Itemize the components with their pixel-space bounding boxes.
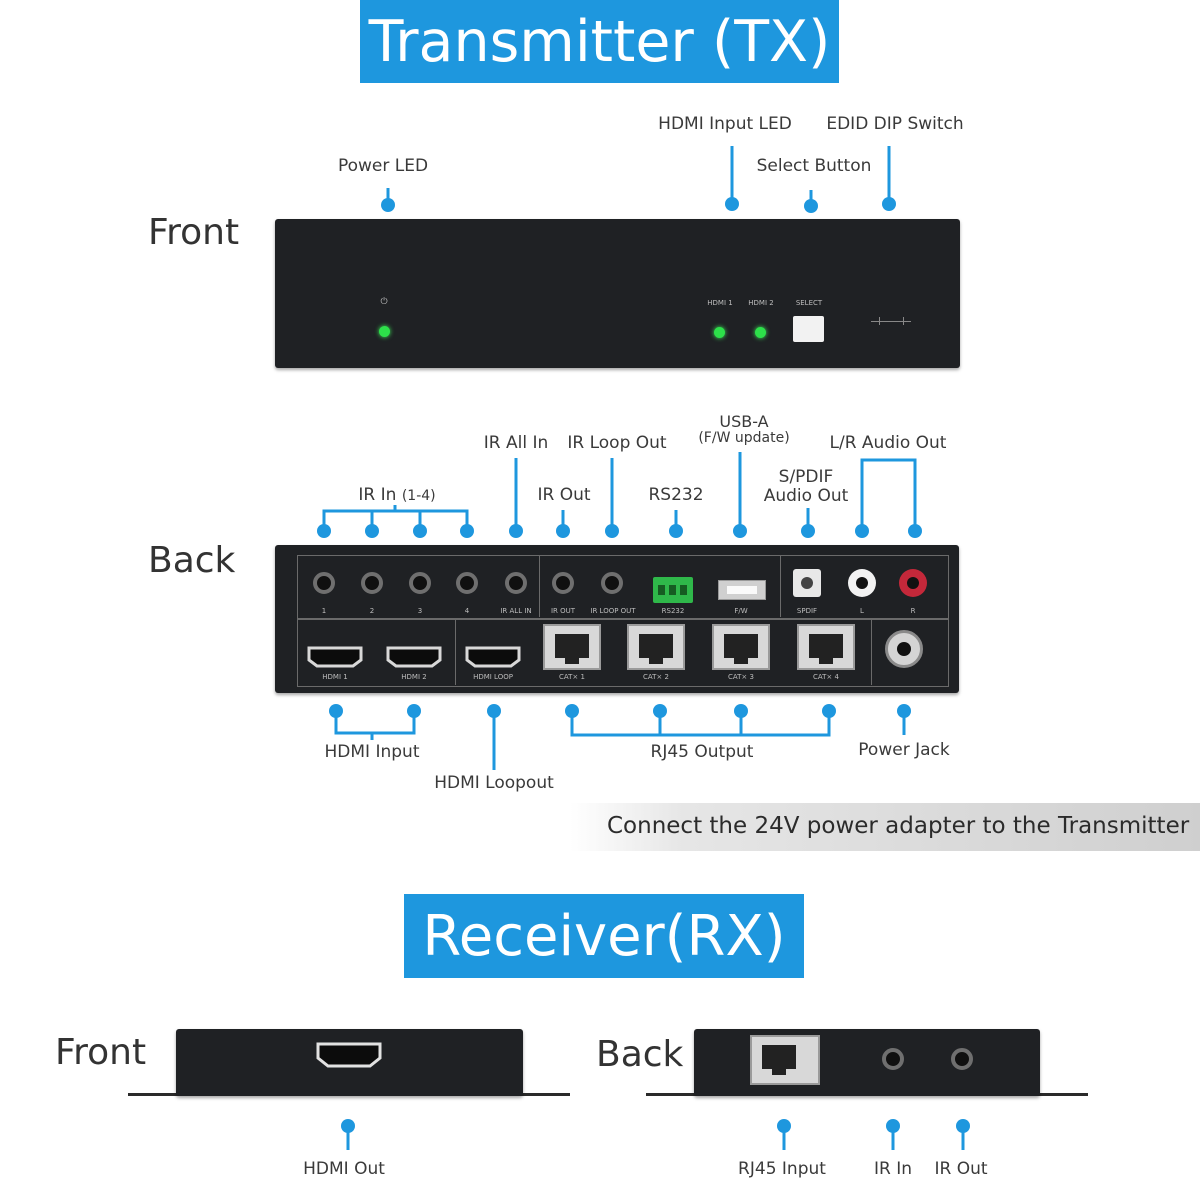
hdmi-input-2-port[interactable]: [386, 646, 442, 668]
ir-all-in-jack[interactable]: [505, 572, 527, 594]
panel-hdmi1: HDMI 1: [322, 673, 348, 681]
spdif-port[interactable]: [793, 569, 821, 597]
rj45-output-4-port[interactable]: [797, 624, 855, 670]
select-button[interactable]: [793, 316, 824, 342]
power-jack-label: Power Jack: [858, 740, 950, 760]
ir-out-jack[interactable]: [552, 572, 574, 594]
edid-dip-switch-label: EDID DIP Switch: [826, 114, 964, 134]
rs232-terminal[interactable]: [653, 577, 693, 603]
tx-back-lower-frame: [297, 619, 949, 687]
panel-cat3: CAT× 3: [728, 673, 754, 681]
ir-in-4-jack[interactable]: [456, 572, 478, 594]
ir-all-in-label: IR All In: [483, 433, 549, 453]
rj45-input-port[interactable]: [750, 1035, 820, 1085]
hdmi-input-label: HDMI Input: [324, 742, 420, 762]
rj45-output-label: RJ45 Output: [650, 742, 754, 762]
rj45-input-label: RJ45 Input: [738, 1159, 826, 1179]
usb-a-port[interactable]: [718, 580, 766, 600]
panel-l: L: [860, 607, 864, 615]
power-icon: ⏻: [380, 297, 388, 307]
panel-ir-num: 1: [321, 607, 327, 615]
spdif-audio-out-label: S/PDIF Audio Out: [763, 467, 849, 506]
rx-title-banner: Receiver(RX): [404, 894, 804, 978]
panel-spdif: SPDIF: [796, 607, 818, 615]
ir-in-label: IR In (1-4): [358, 485, 436, 505]
rx-front-panel: [176, 1029, 523, 1096]
panel-ir-loop-out: IR LOOP OUT: [590, 607, 636, 615]
panel-hdmi1-text: HDMI 1: [707, 299, 733, 307]
panel-ir-out: IR OUT: [550, 607, 576, 615]
power-led-label: Power LED: [337, 156, 429, 176]
tx-title-banner: Transmitter (TX): [360, 0, 839, 83]
panel-ir-num: 2: [369, 607, 375, 615]
panel-ir-all-in: IR ALL IN: [500, 607, 532, 615]
usb-a-label: USB-A (F/W update): [698, 412, 790, 446]
ir-out-label: IR Out: [537, 485, 591, 505]
rx-back-panel: [694, 1029, 1040, 1096]
panel-rs232: RS232: [661, 607, 685, 615]
panel-cat2: CAT× 2: [643, 673, 669, 681]
hdmi-loopout-label: HDMI Loopout: [434, 773, 554, 793]
hdmi1-led: [714, 327, 725, 338]
rx-ir-in-jack[interactable]: [882, 1048, 904, 1070]
rs232-label: RS232: [648, 485, 704, 505]
power-jack-port[interactable]: [885, 630, 923, 668]
hdmi-input-1-port[interactable]: [307, 646, 363, 668]
tx-back-upper-frame: [297, 555, 949, 619]
ir-in-2-jack[interactable]: [361, 572, 383, 594]
power-adapter-note-text: Connect the 24V power adapter to the Tra…: [607, 813, 1190, 839]
ir-in-1-jack[interactable]: [313, 572, 335, 594]
ir-loop-out-label: IR Loop Out: [567, 433, 667, 453]
panel-hdmi-loop: HDMI LOOP: [473, 673, 513, 681]
panel-r: R: [910, 607, 916, 615]
tx-front-label: Front: [148, 212, 240, 253]
tx-title: Transmitter (TX): [368, 8, 831, 75]
rx-ir-out-label: IR Out: [934, 1159, 988, 1179]
audio-left-rca[interactable]: [848, 569, 876, 597]
hdmi2-led: [755, 327, 766, 338]
panel-select-text: SELECT: [795, 299, 823, 307]
tx-back-label: Back: [148, 540, 236, 581]
panel-ir-num: 3: [417, 607, 423, 615]
select-button-label: Select Button: [756, 156, 872, 176]
rj45-output-2-port[interactable]: [627, 624, 685, 670]
rj45-output-3-port[interactable]: [712, 624, 770, 670]
hdmi-loop-port[interactable]: [465, 646, 521, 668]
rx-back-label: Back: [596, 1034, 684, 1075]
tx-back-panel: 1 2 3 4 IR ALL IN IR OUT IR LOOP OUT RS2…: [275, 545, 959, 693]
panel-ir-num: 4: [464, 607, 470, 615]
rx-ir-out-jack[interactable]: [951, 1048, 973, 1070]
panel-cat1: CAT× 1: [559, 673, 585, 681]
rx-front-label: Front: [55, 1032, 147, 1073]
power-adapter-note: Connect the 24V power adapter to the Tra…: [570, 803, 1200, 851]
ir-in-3-jack[interactable]: [409, 572, 431, 594]
hdmi-out-label: HDMI Out: [303, 1159, 385, 1179]
panel-hdmi2: HDMI 2: [401, 673, 427, 681]
hdmi-out-port[interactable]: [316, 1042, 382, 1068]
rx-ir-in-label: IR In: [873, 1159, 913, 1179]
ir-loop-out-jack[interactable]: [601, 572, 623, 594]
power-led: [379, 326, 390, 337]
rx-title: Receiver(RX): [422, 903, 786, 969]
rj45-output-1-port[interactable]: [543, 624, 601, 670]
panel-hdmi2-text: HDMI 2: [748, 299, 774, 307]
tx-front-panel: ⏻ HDMI 1 HDMI 2 SELECT: [275, 219, 960, 368]
panel-cat4: CAT× 4: [813, 673, 839, 681]
audio-right-rca[interactable]: [899, 569, 927, 597]
edid-dip-switch[interactable]: [851, 311, 931, 333]
panel-fw: F/W: [734, 607, 748, 615]
hdmi-input-led-label: HDMI Input LED: [658, 114, 792, 134]
lr-audio-out-label: L/R Audio Out: [829, 433, 947, 453]
